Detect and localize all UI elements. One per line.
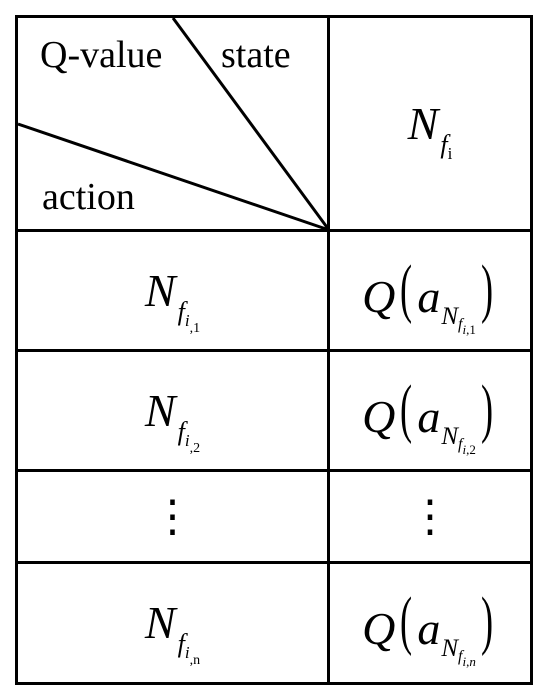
state-label: state xyxy=(221,34,291,76)
ellipsis-cell: ⋮ xyxy=(330,472,530,561)
row-divider xyxy=(18,561,530,564)
action-label: action xyxy=(42,176,135,218)
q-value-expression: Q(aNfi,2) xyxy=(362,371,493,457)
action-symbol: Nfi,n xyxy=(144,597,201,668)
row-divider xyxy=(18,469,530,472)
q-value-cell: Q(aNfi,2) xyxy=(330,352,530,469)
q-value-table: Q-value state action Nfi Nfi,1 Q(aNfi,1)… xyxy=(15,15,533,685)
action-cell: Nfi,1 xyxy=(18,232,327,349)
action-symbol: Nfi,2 xyxy=(144,384,201,456)
q-value-label: Q-value xyxy=(40,34,163,76)
q-value-expression: Q(aNfi,1) xyxy=(362,251,493,337)
ellipsis-cell: ⋮ xyxy=(18,472,327,561)
q-value-cell: Q(aNfi,n) xyxy=(330,564,530,682)
vertical-ellipsis: ⋮ xyxy=(150,490,195,542)
action-symbol: Nfi,1 xyxy=(144,264,201,336)
q-value-expression: Q(aNfi,n) xyxy=(362,584,493,669)
row-divider xyxy=(18,229,530,232)
header-diagonal-lines xyxy=(18,18,330,232)
row-divider xyxy=(18,349,530,352)
action-cell: Nfi,n xyxy=(18,564,327,682)
action-cell: Nfi,2 xyxy=(18,352,327,469)
state-symbol: Nfi xyxy=(407,97,453,163)
state-symbol-cell: Nfi xyxy=(330,18,530,229)
vertical-ellipsis: ⋮ xyxy=(408,490,452,542)
q-value-cell: Q(aNfi,1) xyxy=(330,232,530,349)
